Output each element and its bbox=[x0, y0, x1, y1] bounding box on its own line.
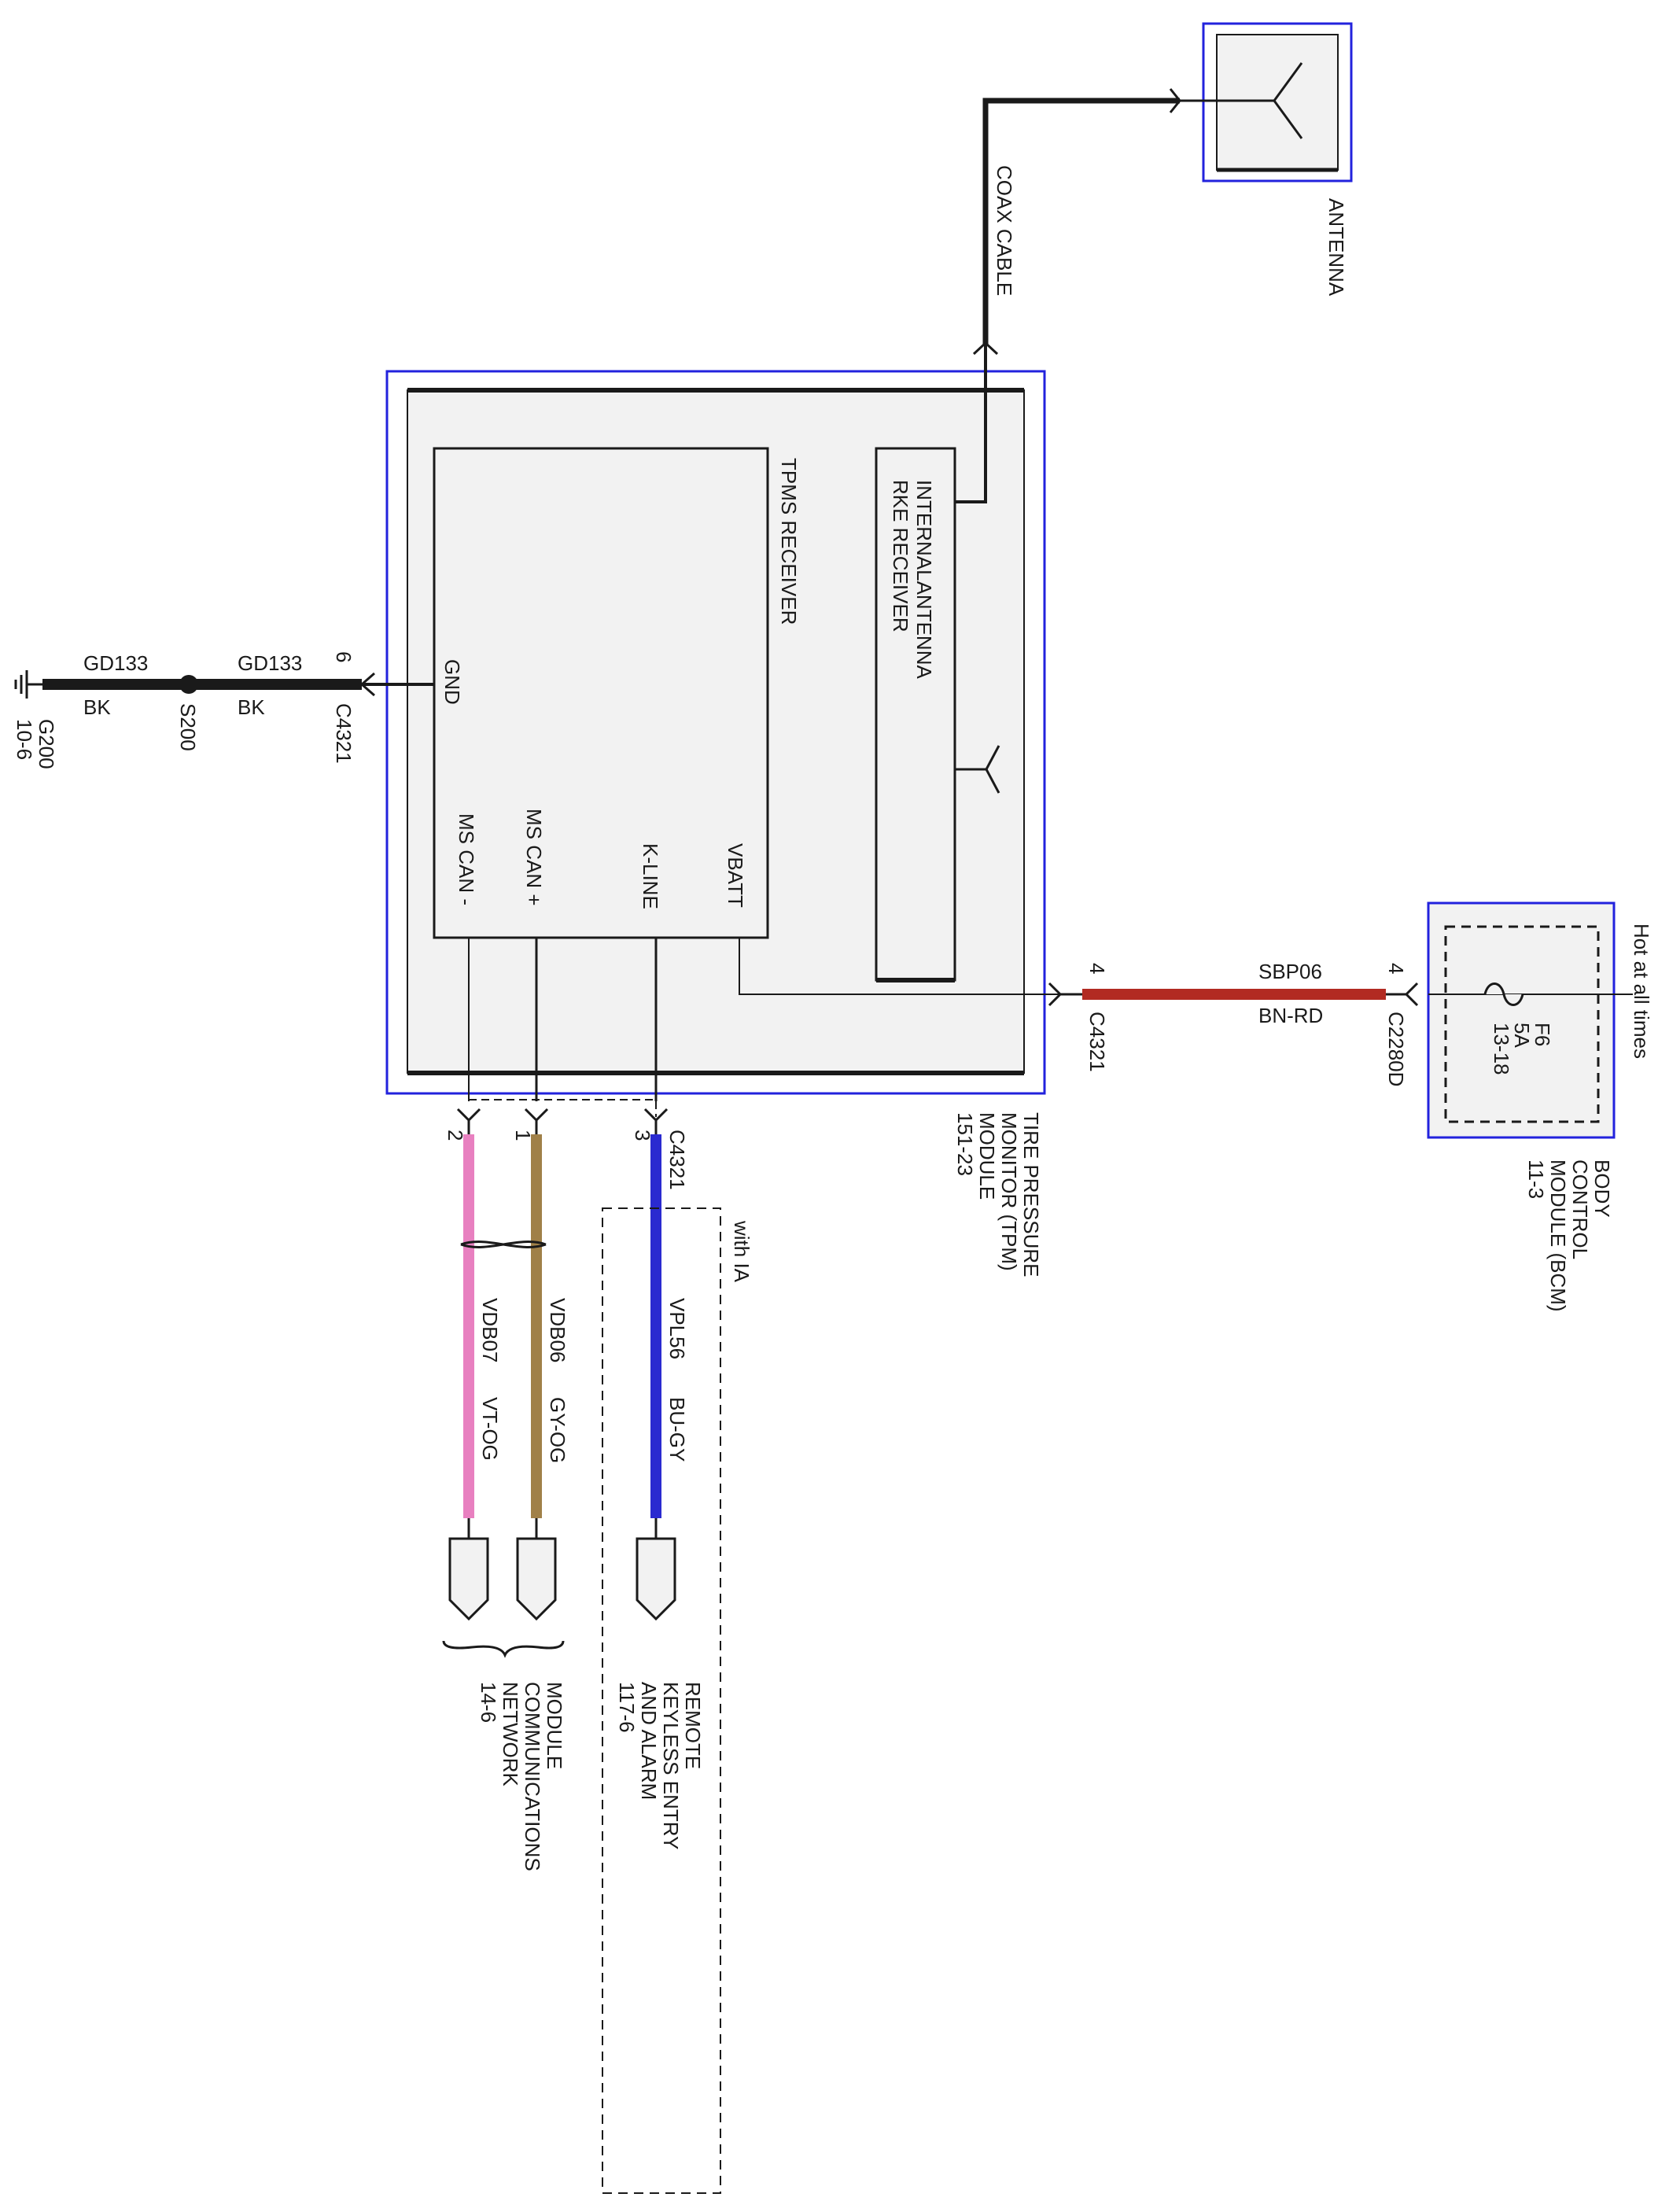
ground-g200-label: G200 bbox=[35, 719, 58, 769]
bcm-title-line-3: MODULE (BCM) bbox=[1546, 1159, 1570, 1312]
k-line-circuit: VPL56 bbox=[665, 1298, 689, 1359]
power-tpm-connector: C4321 bbox=[1085, 1012, 1109, 1072]
bcm-fuse-box bbox=[1444, 925, 1600, 1123]
internal-antenna-icon bbox=[955, 745, 1000, 794]
tpm-title-line-2: MONITOR (TPM) bbox=[997, 1112, 1021, 1271]
c4321-bottom-connector: C4321 bbox=[665, 1130, 689, 1190]
tpms-receiver-box bbox=[433, 447, 769, 939]
can-minus-pin-number: 2 bbox=[444, 1130, 467, 1141]
bcm-module-title: BODY CONTROL MODULE (BCM) 11-3 bbox=[1524, 1159, 1614, 1312]
pin-ms-can-plus-label: MS CAN + bbox=[522, 809, 546, 906]
antenna-symbol-icon bbox=[1180, 62, 1303, 139]
vbatt-internal-wire bbox=[739, 938, 1060, 995]
coax-connector-bottom-icon bbox=[972, 341, 999, 356]
ground-page-ref: 10-6 bbox=[13, 719, 36, 760]
tpm-module-title: TIRE PRESSURE MONITOR (TPM) MODULE 151-2… bbox=[953, 1112, 1043, 1277]
bcm-title-line-4: 11-3 bbox=[1524, 1159, 1548, 1199]
network-destination-label: MODULE COMMUNICATIONS NETWORK 14-6 bbox=[477, 1682, 566, 1871]
ground-symbol-icon bbox=[14, 670, 42, 699]
network-destination-line-4: 14-6 bbox=[477, 1682, 500, 1723]
splice-s200-dot bbox=[179, 675, 198, 694]
c4321-dashed-group bbox=[469, 1099, 657, 1117]
network-destination-line-2: COMMUNICATIONS bbox=[521, 1682, 544, 1871]
rke-destination-line-3: AND ALARM bbox=[637, 1682, 661, 1800]
can-minus-color: VT-OG bbox=[478, 1397, 502, 1461]
bcm-title-line-1: BODY bbox=[1590, 1159, 1614, 1218]
power-circuit-label: SBP06 bbox=[1258, 960, 1322, 983]
rke-destination-line-4: 117-6 bbox=[615, 1682, 639, 1733]
pin-vbatt-label: VBATT bbox=[724, 843, 747, 908]
rke-destination-line-1: REMOTE bbox=[681, 1682, 705, 1769]
bcm-module-border bbox=[1427, 901, 1616, 1139]
twisted-pair-icon bbox=[460, 1241, 547, 1248]
gnd-color-1: BK bbox=[238, 695, 265, 719]
power-color-label: BN-RD bbox=[1258, 1004, 1323, 1027]
fuse-line-3: 13-18 bbox=[1490, 1023, 1513, 1075]
tpm-title-line-3: MODULE bbox=[975, 1112, 999, 1200]
gnd-circuit-1: GD133 bbox=[238, 651, 302, 675]
can-minus-circuit: VDB07 bbox=[478, 1298, 502, 1362]
coax-connector-top-icon bbox=[1169, 88, 1181, 113]
rke-receiver-label-line1: INTERNALANTENNA bbox=[912, 480, 936, 679]
with-ia-label: with IA bbox=[730, 1220, 753, 1283]
splice-s200-label: S200 bbox=[176, 703, 200, 751]
pin-k-line-label: K-LINE bbox=[639, 843, 662, 909]
hot-at-all-times-label: Hot at all times bbox=[1630, 924, 1653, 1059]
network-destination-line-1: MODULE bbox=[543, 1682, 566, 1769]
coax-cable bbox=[982, 98, 1180, 346]
rke-coax-link bbox=[955, 346, 987, 503]
pin-gnd-label: GND bbox=[440, 659, 464, 705]
k-line-color: BU-GY bbox=[665, 1397, 689, 1462]
can-plus-pin-number: 1 bbox=[511, 1130, 535, 1141]
power-bcm-pin: 4 bbox=[1384, 963, 1408, 974]
network-destination-line-3: NETWORK bbox=[499, 1682, 522, 1787]
can-plus-color: GY-OG bbox=[546, 1397, 569, 1463]
tpm-module-border bbox=[385, 370, 1046, 1095]
rke-destination-label: REMOTE KEYLESS ENTRY AND ALARM 117-6 bbox=[615, 1682, 705, 1849]
can-plus-connector-icon bbox=[524, 1108, 549, 1123]
k-line-pin-number: 3 bbox=[631, 1130, 654, 1141]
antenna-label: ANTENNA bbox=[1325, 198, 1348, 297]
antenna-box bbox=[1202, 22, 1353, 182]
fuse-f6-icon bbox=[1483, 982, 1524, 1006]
pin-ms-can-minus-label: MS CAN - bbox=[455, 813, 478, 905]
fuse-line-1: F6 bbox=[1531, 1023, 1554, 1046]
tpm-title-line-4: 151-23 bbox=[953, 1112, 977, 1176]
gnd-circuit-2: GD133 bbox=[83, 651, 148, 675]
power-bcm-connector: C2280D bbox=[1384, 1012, 1408, 1086]
rke-destination-line-2: KEYLESS ENTRY bbox=[659, 1682, 683, 1849]
tpms-receiver-label: TPMS RECEIVER bbox=[777, 458, 801, 625]
coax-cable-label: COAX CABLE bbox=[993, 165, 1016, 296]
can-minus-connector-icon bbox=[456, 1108, 481, 1123]
rke-receiver-label-line2: RKE RECEIVER bbox=[889, 480, 912, 632]
can-minus-destination-icon bbox=[448, 1537, 489, 1621]
network-brace-icon bbox=[442, 1640, 565, 1658]
power-tpm-pin: 4 bbox=[1085, 963, 1109, 974]
can-plus-destination-icon bbox=[516, 1537, 557, 1621]
fuse-line-2: 5A bbox=[1510, 1023, 1534, 1048]
k-line-destination-icon bbox=[636, 1537, 676, 1621]
tpm-title-line-1: TIRE PRESSURE bbox=[1019, 1112, 1043, 1277]
can-plus-circuit: VDB06 bbox=[546, 1298, 569, 1362]
vbatt-bcm-connector-icon bbox=[1404, 982, 1419, 1007]
gnd-color-2: BK bbox=[83, 695, 111, 719]
gnd-connector-label: C4321 bbox=[332, 703, 356, 764]
gnd-pin-number: 6 bbox=[332, 651, 356, 662]
bcm-title-line-2: CONTROL bbox=[1568, 1159, 1592, 1259]
